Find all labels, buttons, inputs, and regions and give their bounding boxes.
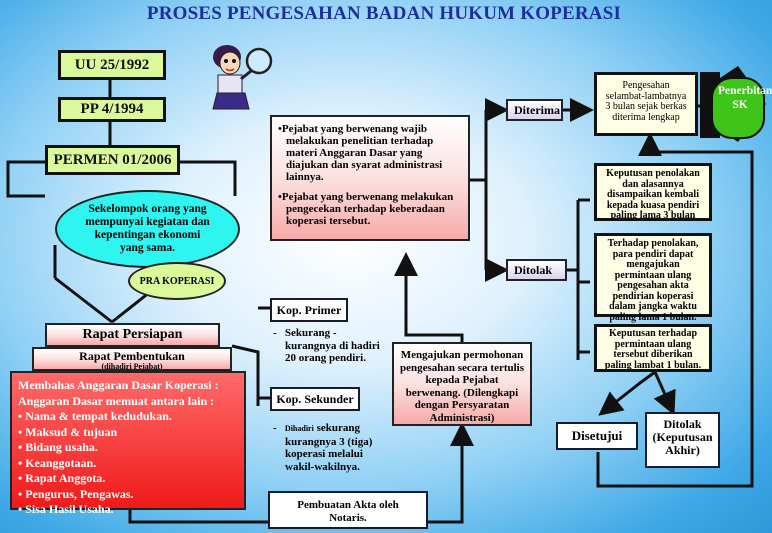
- kop-primer-box: Kop. Primer: [270, 298, 348, 322]
- list-item: • Keanggotaan.: [18, 455, 97, 470]
- pra-koperasi-ellipse: PRA KOPERASI: [128, 262, 226, 300]
- list-item: • Rapat Anggota.: [18, 471, 106, 485]
- kop-sekunder-note: - Dihadiri sekurang kurangnya 3 (tiga) k…: [273, 422, 373, 473]
- rapat-persiapan: Rapat Persiapan: [45, 323, 220, 347]
- node-uu: UU 25/1992: [58, 50, 166, 80]
- kop-sekunder-box: Kop. Sekunder: [270, 387, 360, 411]
- list-item: • Pengurus, Pengawas.: [18, 486, 134, 501]
- anggaran-dasar-block: Membahas Anggaran Dasar Koperasi : Angga…: [10, 371, 246, 516]
- rapat-pembentukan-note: (dihadiri Pejabat): [101, 362, 163, 371]
- keputusan-penolakan-box: Keputusan penolakan dan alasannya disamp…: [594, 163, 712, 221]
- list-item: • Bidang usaha.: [18, 440, 98, 454]
- keputusan-terhadap-box: Keputusan terhadap permintaan ulang ters…: [594, 324, 712, 372]
- pengajuan-box: Mengajukan permohonan pengesahan secara …: [392, 342, 532, 426]
- disetujui-box: Disetujui: [556, 422, 638, 450]
- akta-notaris-box: Pembuatan Akta oleh Notaris.: [268, 491, 428, 529]
- pengesahan-box: Pengesahan selambat-lambatnya 3 bulan se…: [594, 72, 698, 136]
- pejabat-box: •Pejabat yang berwenang wajib melakukan …: [270, 115, 470, 241]
- rapat-pembentukan: Rapat Pembentukan (dihadiri Pejabat): [32, 347, 232, 371]
- terhadap-penolakan-box: Terhadap penolakan, para pendiri dapat m…: [594, 233, 712, 322]
- list-item: • Sisa Hasil Usaha.: [18, 502, 114, 516]
- diterima-box: Diterima: [506, 99, 563, 121]
- ditolak-akhir-box: Ditolak (Keputusan Akhir): [645, 412, 720, 468]
- penerbitan-sk-label: Penerbitan SK: [718, 85, 772, 111]
- pejabat-item-1: •Pejabat yang berwenang wajib melakukan …: [278, 123, 443, 183]
- node-pp: PP 4/1994: [58, 97, 166, 122]
- ditolak-box: Ditolak: [506, 259, 567, 281]
- node-permen: PERMEN 01/2006: [45, 145, 180, 175]
- page-title: PROSES PENGESAHAN BADAN HUKUM KOPERASI: [146, 3, 622, 24]
- list-item: • Maksud & tujuan: [18, 424, 118, 439]
- list-item: • Nama & tempat kedudukan.: [18, 409, 172, 423]
- rapat-pembentukan-label: Rapat Pembentukan: [79, 349, 185, 363]
- pejabat-item-2: •Pejabat yang berwenang melakukan pengec…: [278, 191, 454, 227]
- kop-primer-note: - Sekurang - kurangnya di hadiri 20 oran…: [273, 327, 380, 364]
- anggaran-list: • Nama & tempat kedudukan. • Maksud & tu…: [18, 409, 238, 518]
- magnifier-figure-icon: [205, 35, 275, 115]
- anggaran-title: Membahas Anggaran Dasar Koperasi :: [18, 378, 219, 392]
- definisi-ellipse: Sekelompok orang yang mempunyai kegiatan…: [55, 190, 240, 268]
- anggaran-subtitle: Anggaran Dasar memuat antara lain :: [18, 393, 215, 408]
